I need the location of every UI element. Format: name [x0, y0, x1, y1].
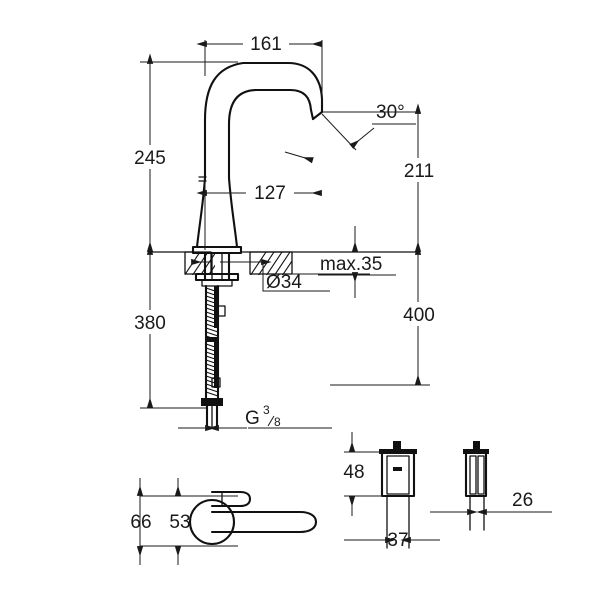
- dim-label-30-deg: 30°: [376, 102, 405, 123]
- dim-label-26: 26: [512, 490, 533, 511]
- hole-leader-line: [262, 262, 330, 292]
- dim-label-37: 37: [387, 530, 408, 551]
- spout-outlet-lip: [311, 110, 324, 121]
- dim-label-bg-127: [246, 181, 294, 204]
- dim-label-hole-diameter: Ø34: [266, 272, 302, 293]
- dimension-spout-height: 245: [126, 53, 174, 252]
- dim-label-max35: max.35: [320, 254, 382, 275]
- dim-label-127: 127: [254, 183, 286, 204]
- main-elevation-view: [149, 61, 419, 430]
- leader-arrow-body: [284, 151, 314, 164]
- supply-hose-upper: [204, 284, 226, 342]
- dim-label-bg-400: [396, 302, 444, 326]
- dim-label-66: 66: [130, 512, 151, 533]
- handle-side-top-cap: [463, 449, 489, 454]
- dimension-supply-length: 400: [330, 244, 444, 386]
- mounting-shank: [203, 251, 231, 282]
- angle-leader-line: [321, 113, 357, 151]
- body-column-right-edge: [227, 176, 239, 249]
- hose-mid-connector: [205, 337, 219, 342]
- dim-label-53: 53: [169, 512, 190, 533]
- angle-arrow-line: [349, 127, 375, 149]
- spout-outer-profile: [203, 61, 324, 180]
- dimension-deck-thickness: max.35: [292, 226, 396, 298]
- dim-label-245: 245: [134, 148, 166, 169]
- dim-label-bg-380: [126, 310, 174, 334]
- handle-upper-tab: [210, 490, 252, 508]
- handle-front-stem: [393, 441, 401, 450]
- dimension-outlet-height: 211: [396, 103, 442, 252]
- dim-label-thread-numerator: 3: [263, 403, 270, 417]
- mounting-nut: [201, 279, 233, 287]
- base-flange: [191, 245, 243, 255]
- handle-front-indicator: [393, 467, 402, 471]
- hose-lower-union-detail: [204, 398, 212, 406]
- dim-label-bg-245: [126, 145, 174, 169]
- supply-hose-lower: [204, 340, 221, 400]
- threaded-tail: [205, 404, 219, 430]
- dim-label-bg-211: [396, 158, 442, 182]
- handle-side-inner-left: [469, 455, 477, 495]
- dimension-thread-size: G 3 8: [178, 403, 332, 432]
- dim-label-380: 380: [134, 313, 166, 334]
- dimension-body-height: 127: [196, 178, 322, 250]
- handle-side-view: 26: [430, 441, 552, 531]
- thread-fraction-slash: [267, 415, 275, 427]
- deck-hatch-left: [185, 251, 215, 275]
- dimension-hole-diameter: Ø34: [191, 258, 330, 293]
- dimension-hose-length: 380: [126, 244, 207, 409]
- dim-label-bg-161: [243, 32, 289, 54]
- deck-hatch-right: [250, 251, 292, 275]
- hose-lower-union-detail-2: [212, 398, 220, 406]
- handle-front-inner: [386, 455, 410, 495]
- handle-side-inner-right: [477, 455, 485, 495]
- hose-lower-union-nut: [201, 398, 223, 406]
- handle-front-view: 48 37: [343, 432, 440, 551]
- dim-label-48: 48: [343, 462, 364, 483]
- body-column-left-edge: [195, 176, 207, 249]
- dimension-angle-30: 30°: [321, 102, 418, 151]
- mounting-washer: [194, 272, 240, 282]
- handle-front-top-cap: [379, 449, 417, 454]
- dim-label-thread-denominator: 8: [274, 415, 281, 429]
- mounting-shank-center-detail: [211, 252, 223, 281]
- handle-lever-arm: [210, 510, 318, 534]
- dim-label-400: 400: [403, 305, 435, 326]
- handle-hub-ring: [188, 498, 236, 546]
- dim-label-161: 161: [250, 34, 282, 55]
- spout-inner-profile: [227, 88, 315, 180]
- dimension-spout-reach: 161: [196, 32, 323, 105]
- dim-label-211: 211: [404, 161, 434, 182]
- handle-side-stem: [473, 441, 480, 450]
- handle-plan-view: 66 53: [130, 478, 318, 565]
- dim-label-thread-letter: G: [245, 408, 260, 429]
